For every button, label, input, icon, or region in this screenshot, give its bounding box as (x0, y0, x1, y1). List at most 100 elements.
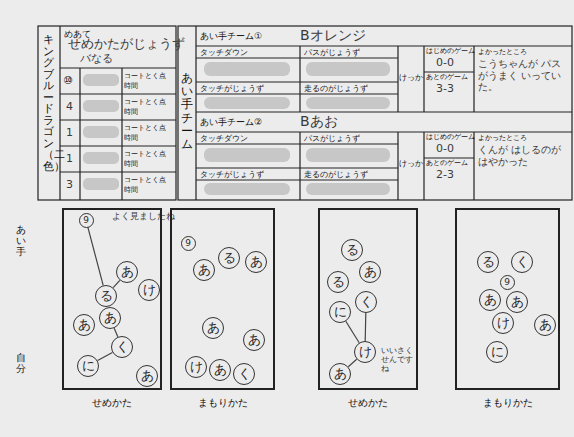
handwritten-note: Bオレンジ (300, 27, 366, 43)
player-letter: く (516, 253, 529, 271)
table-cell-text: けっか (399, 73, 423, 82)
player-letter: あ (207, 319, 220, 337)
player-circle: あ (534, 314, 556, 336)
player-letter: に (82, 357, 95, 375)
handwritten-note: 3 (66, 179, 73, 192)
table-cell-text: よかったところ (478, 134, 527, 142)
player-letter: あ (484, 291, 497, 309)
table-cell-text: あとのゲーム (426, 74, 468, 82)
player-letter: あ (121, 263, 134, 281)
player-letter: る (346, 241, 359, 259)
player-letter: 9 (83, 215, 89, 225)
pencil-line (346, 321, 359, 342)
pencil-line (88, 227, 103, 285)
table-cell-text: コートとく点 (124, 124, 166, 132)
player-circle: く (233, 363, 255, 385)
player-letter: け (190, 358, 203, 376)
player-circle: る (218, 247, 240, 269)
handwritten-note: 2-3 (436, 169, 454, 182)
table-cell-text: よかったところ (478, 48, 527, 56)
player-circle: 9 (500, 275, 515, 290)
player-circle: く (511, 251, 533, 273)
player-circle: く (355, 291, 377, 313)
player-letter: に (334, 303, 347, 321)
player-letter: る (332, 273, 345, 291)
table-cell-text: ⑩ (63, 75, 73, 88)
field-box: まもりかた9あるあああけあく (170, 208, 275, 390)
player-circle: あ (209, 359, 231, 381)
table-cell-text: コートとく点 (124, 150, 166, 158)
player-letter: あ (78, 316, 91, 334)
player-letter: あ (141, 367, 154, 385)
field-caption: まもりかた (457, 396, 558, 410)
vertical-heading: あい手 (16, 224, 26, 257)
table-cell-text: 時間 (124, 134, 138, 142)
field-caption: せめかた (320, 396, 416, 410)
player-circle: に (329, 301, 351, 323)
table-cell-text: タッチがじょうず (200, 170, 264, 179)
player-circle: け (354, 341, 376, 363)
player-letter: る (223, 249, 236, 267)
table-cell-text: タッチダウン (200, 48, 248, 57)
table-cell-text: タッチがじょうず (200, 84, 264, 93)
table-cell-text: コートとく点 (124, 72, 166, 80)
player-circle: に (77, 355, 99, 377)
player-circle: あ (136, 365, 158, 387)
table-cell-text: はじめのゲーム (426, 48, 475, 56)
table-cell-text: けっか (399, 159, 423, 168)
player-circle: あ (479, 289, 501, 311)
player-circle: る (95, 285, 117, 307)
player-letter: く (116, 338, 129, 356)
table-cell-text: 走るのがじょうず (304, 170, 368, 179)
field-box: まもりかたるく9ああけあに (455, 208, 560, 390)
player-circle: に (486, 341, 508, 363)
pencil-line (348, 359, 356, 366)
player-circle: け (492, 312, 514, 334)
player-letter: け (143, 281, 156, 299)
table-cell-text: パスがじょうず (304, 48, 360, 57)
field-box: せめかたるるあくにけあ (318, 208, 418, 390)
player-letter: く (360, 293, 373, 311)
pencil-line (365, 313, 367, 341)
player-circle: く (111, 336, 133, 358)
handwritten-note: 1 (66, 127, 73, 140)
handwritten-note: バなる (80, 53, 113, 66)
handwritten-note: 0-0 (436, 143, 454, 156)
player-letter: 9 (185, 238, 191, 248)
vertical-heading: あい手チーム (181, 72, 193, 151)
field-caption: まもりかた (172, 396, 273, 410)
pencil-line (114, 328, 118, 337)
table-cell-text: 時間 (124, 108, 138, 116)
handwritten-note: よく見ましたね (112, 211, 175, 221)
handwritten-note: 1 (66, 153, 73, 166)
handwritten-note: いいさくせんですね (381, 346, 415, 374)
player-letter: る (482, 253, 495, 271)
player-circle: あ (329, 363, 351, 385)
player-letter: に (491, 343, 504, 361)
player-circle: 9 (181, 236, 196, 251)
player-letter: あ (198, 261, 211, 279)
table-cell-text: あとのゲーム (426, 160, 468, 168)
player-circle: け (185, 356, 207, 378)
table-cell-text: コートとく点 (124, 176, 166, 184)
pencil-line (98, 352, 113, 360)
table-cell-text: あい手チーム② (200, 117, 262, 127)
field-box: せめかた9あけるああくにあ (62, 208, 162, 390)
player-circle: る (477, 251, 499, 273)
player-letter: あ (250, 253, 263, 271)
player-circle: あ (116, 261, 138, 283)
player-circle: あ (202, 317, 224, 339)
player-circle: あ (193, 259, 215, 281)
handwritten-note: せめかたがじょうず (68, 37, 185, 52)
table-cell-text: 走るのがじょうず (304, 84, 368, 93)
handwritten-note: 0-0 (436, 57, 454, 70)
vertical-heading: キングブルードラゴン（二色） (43, 34, 54, 173)
player-circle: け (138, 279, 160, 301)
table-cell-text: パスがじょうず (304, 134, 360, 143)
player-circle: る (327, 271, 349, 293)
player-circle: あ (506, 291, 528, 313)
player-letter: け (497, 314, 510, 332)
table-cell-text: あい手チーム① (200, 31, 262, 41)
player-circle: る (341, 239, 363, 261)
table-cell-text: 時間 (124, 82, 138, 90)
